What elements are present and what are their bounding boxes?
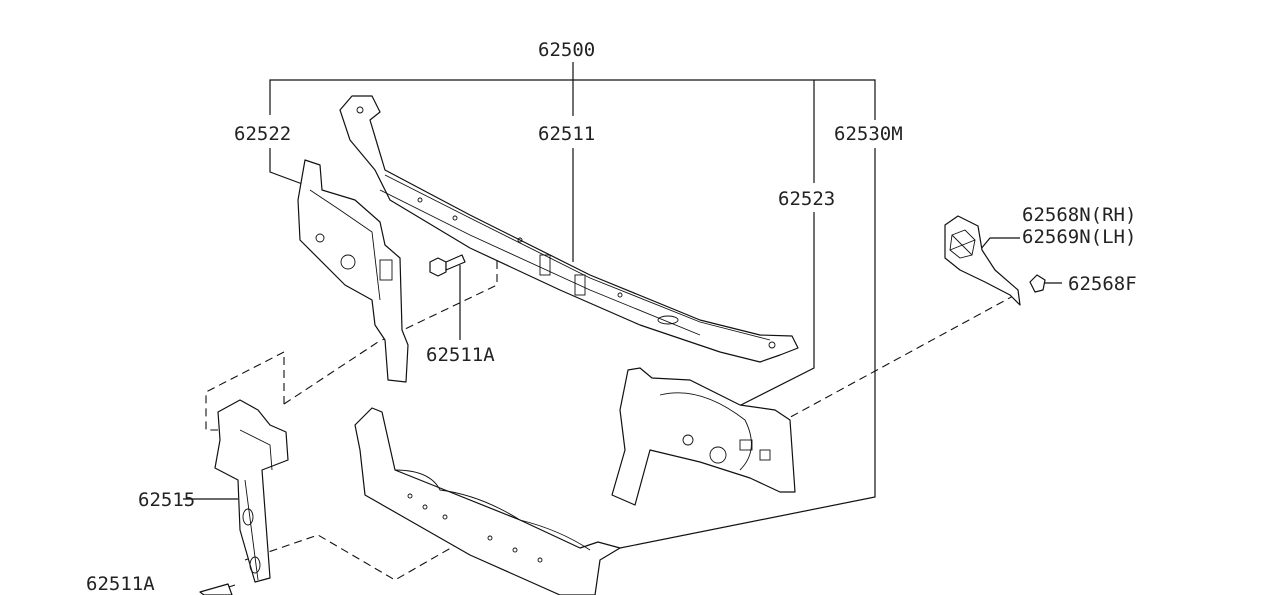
callout-62511A-lower: 62511A (86, 573, 155, 595)
clip-part (1029, 274, 1046, 293)
lower-bolt-part (199, 583, 233, 595)
dashed-alignment-lines (204, 248, 1016, 595)
callout-62522: 62522 (234, 123, 291, 145)
callout-62515: 62515 (138, 489, 195, 511)
callout-62523: 62523 (778, 188, 835, 210)
callout-62511: 62511 (538, 123, 595, 145)
callout-62500: 62500 (538, 39, 595, 61)
callout-62530M: 62530M (834, 123, 903, 145)
hood-ledge-left-part (297, 159, 409, 383)
lower-support-part (354, 407, 621, 595)
callout-62511A: 62511A (426, 344, 495, 366)
callout-62568F: 62568F (1068, 273, 1137, 295)
leader-lines (183, 62, 1062, 549)
bolt-part (429, 254, 466, 277)
hood-ledge-right-part (611, 367, 796, 506)
side-bracket-part (214, 399, 289, 583)
callout-62569N-lh: 62569N(LH) (1022, 226, 1136, 248)
callout-62568N-rh: 62568N(RH) (1022, 204, 1136, 226)
small-bracket-part (944, 215, 1021, 306)
upper-support-part (339, 95, 799, 363)
